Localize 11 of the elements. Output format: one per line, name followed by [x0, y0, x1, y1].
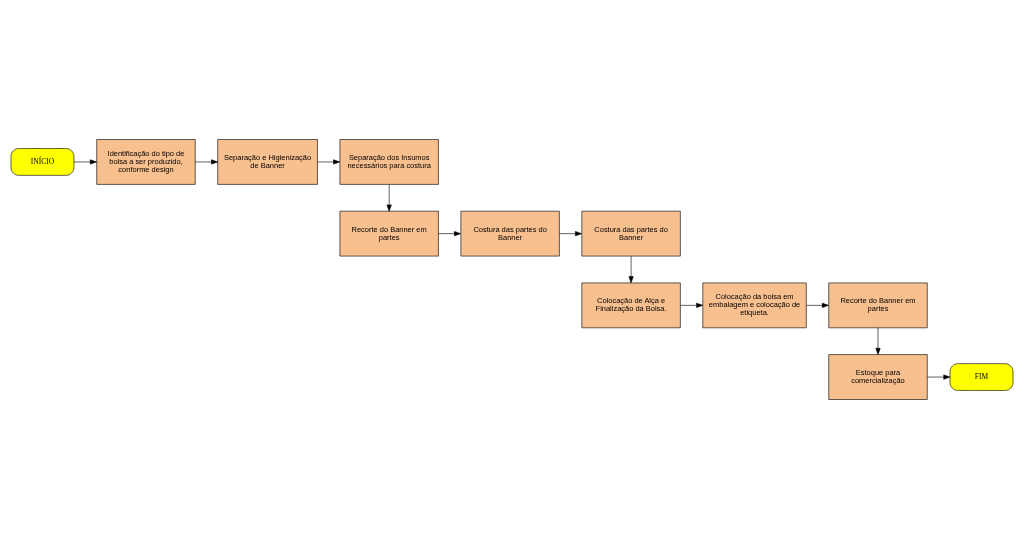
- arrow: [806, 302, 829, 308]
- arrow: [680, 302, 704, 308]
- arrow: [875, 327, 881, 355]
- arrow: [559, 231, 582, 237]
- arrow: [628, 255, 634, 284]
- arrow: [386, 184, 392, 212]
- arrow: [317, 159, 341, 165]
- arrow: [73, 159, 97, 165]
- arrow: [438, 231, 461, 237]
- arrow: [927, 374, 951, 380]
- arrow: [195, 159, 218, 165]
